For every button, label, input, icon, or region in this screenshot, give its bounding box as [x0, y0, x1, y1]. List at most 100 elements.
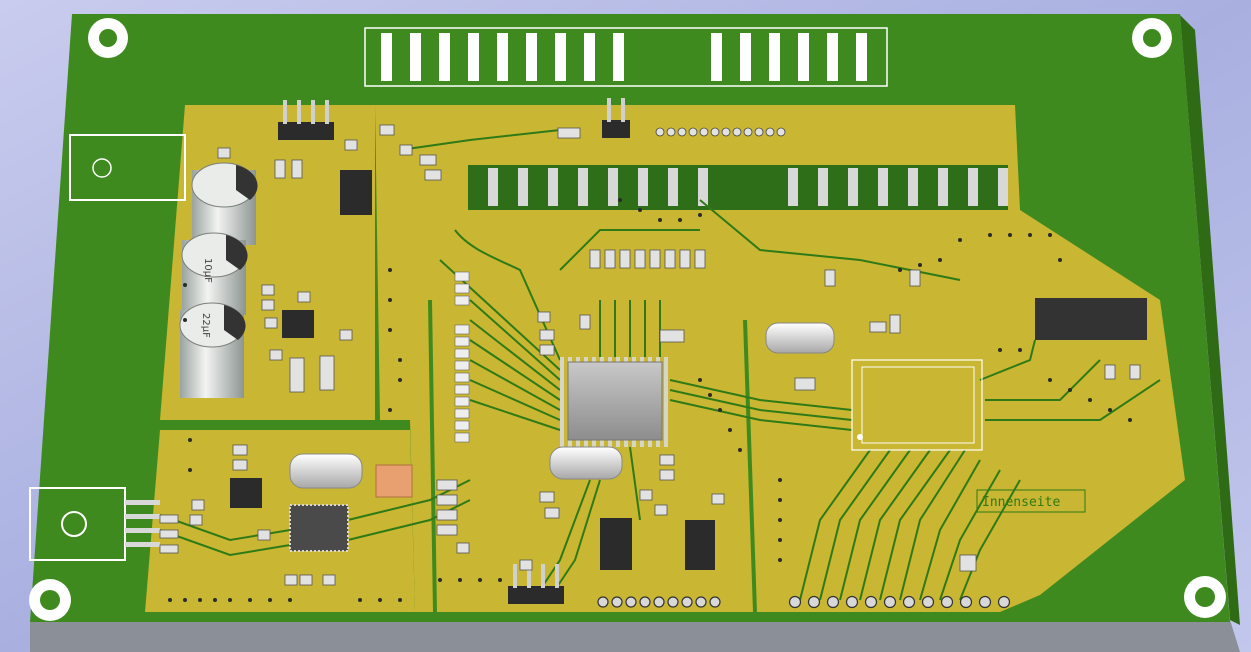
via — [213, 598, 217, 602]
isolation-gap — [428, 299, 437, 613]
connector-pad — [878, 168, 888, 206]
via — [958, 238, 962, 242]
connector-pad — [978, 595, 992, 609]
bottom-connector-pads — [597, 595, 1011, 609]
test-pad — [454, 396, 470, 407]
via — [618, 198, 622, 202]
smd-part — [269, 349, 283, 361]
via — [998, 348, 1002, 352]
smd-part — [159, 544, 179, 554]
smd-part — [297, 291, 311, 303]
via — [1088, 398, 1092, 402]
trace — [539, 479, 591, 591]
connector-pad — [578, 168, 588, 206]
smd-part — [217, 147, 231, 159]
header-pin — [541, 564, 545, 588]
header-pin — [555, 564, 559, 588]
via — [938, 258, 942, 262]
header-pin-base — [616, 120, 630, 138]
pad — [699, 127, 709, 137]
trace — [985, 359, 1101, 401]
via — [778, 538, 782, 542]
test-pad — [454, 348, 470, 359]
via — [698, 378, 702, 382]
pin-header — [508, 564, 564, 604]
via — [658, 218, 662, 222]
pad — [688, 127, 698, 137]
header-pin — [297, 100, 301, 124]
traces — [159, 129, 1161, 601]
connector-pad — [845, 595, 859, 609]
trace — [347, 499, 471, 541]
connector-pad — [668, 168, 678, 206]
smd-part — [694, 249, 706, 269]
smd-part — [261, 284, 275, 296]
trace — [939, 469, 1001, 601]
pad — [710, 127, 720, 137]
display-slot — [497, 33, 508, 81]
smd-part — [869, 321, 887, 333]
board-side-right — [1180, 15, 1240, 625]
pin-header — [278, 100, 334, 140]
connector-pad — [608, 168, 618, 206]
connector-pad — [826, 595, 840, 609]
smd-components — [159, 124, 1141, 586]
via — [1108, 408, 1112, 412]
connector-pad — [695, 596, 707, 608]
power-jack-symbol — [92, 158, 112, 178]
smd-part — [322, 574, 336, 586]
via — [1028, 233, 1032, 237]
smd-part — [232, 459, 248, 471]
smd-part — [824, 269, 836, 287]
smd-part — [159, 514, 179, 524]
qfp-footprint — [851, 359, 983, 451]
test-pad — [454, 336, 470, 347]
via — [248, 598, 252, 602]
smd-part — [339, 329, 353, 341]
smd-part — [519, 559, 533, 571]
smd-part — [319, 355, 335, 391]
microcontroller-qfp — [560, 357, 670, 447]
trace — [985, 379, 1161, 421]
trace — [554, 479, 601, 591]
via — [398, 598, 402, 602]
trace — [879, 449, 951, 601]
smd-part — [557, 127, 581, 139]
via — [778, 518, 782, 522]
soic-chip-wide — [1035, 298, 1147, 340]
via — [1008, 233, 1012, 237]
display-slot — [468, 33, 479, 81]
lcd-connector-pads — [488, 168, 1008, 206]
connector-pad — [997, 595, 1011, 609]
via — [268, 598, 272, 602]
via — [988, 233, 992, 237]
via — [678, 218, 682, 222]
display-slot — [740, 33, 751, 81]
via — [898, 268, 902, 272]
smd-part — [619, 249, 631, 269]
smd-part — [264, 317, 278, 329]
trace — [669, 389, 853, 421]
innenseite-frame — [976, 489, 1086, 513]
test-pad — [454, 372, 470, 383]
connector-pad — [488, 168, 498, 206]
crystal-oscillator — [549, 446, 623, 480]
trace — [859, 449, 931, 601]
smd-part — [544, 507, 560, 519]
electrolytic-capacitor — [179, 302, 246, 398]
smd-part — [679, 249, 691, 269]
trace — [919, 459, 981, 601]
connector-pad — [818, 168, 828, 206]
via — [778, 558, 782, 562]
connector-pad — [998, 168, 1008, 206]
trace — [469, 379, 561, 421]
smd-part — [436, 509, 458, 521]
display-slot — [381, 33, 392, 81]
header-pin-base — [320, 122, 334, 140]
smd-part — [537, 311, 551, 323]
trace — [979, 339, 1036, 381]
header-pin-base — [536, 586, 550, 604]
smd-part — [299, 574, 313, 586]
resonator — [375, 464, 413, 498]
trace — [629, 446, 641, 521]
